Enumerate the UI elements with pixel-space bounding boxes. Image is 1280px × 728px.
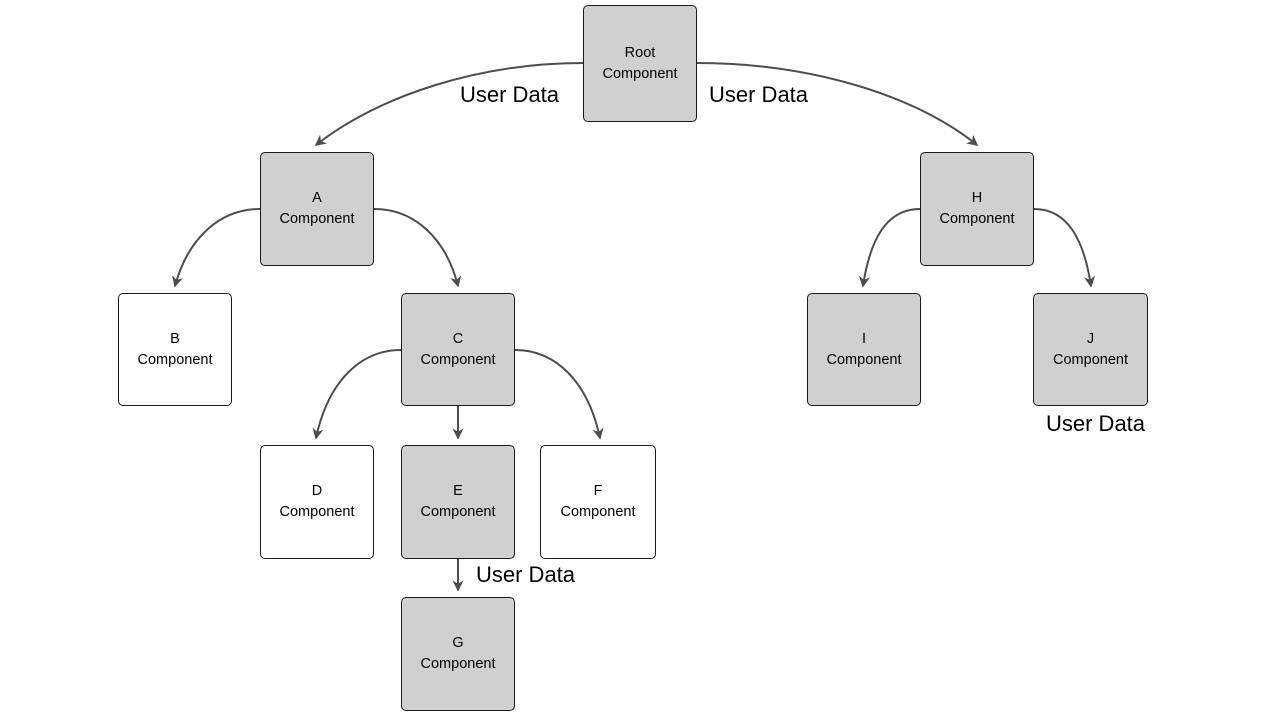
node-a-subtitle: Component xyxy=(279,211,355,227)
node-j-subtitle: Component xyxy=(1053,351,1128,368)
edge-c-to-d xyxy=(312,349,402,440)
node-root-letter: Root xyxy=(624,44,656,61)
node-h[interactable]: H Component xyxy=(920,152,1034,266)
node-root-subtitle: Component xyxy=(602,65,678,82)
label-j: User Data xyxy=(1046,411,1146,436)
edge-h-to-j xyxy=(1033,208,1096,288)
node-h-subtitle: Component xyxy=(939,211,1015,227)
node-j-letter: J xyxy=(1086,330,1095,347)
node-a[interactable]: A Component xyxy=(260,152,374,266)
node-i[interactable]: I Component xyxy=(807,293,921,406)
label-root-h: User Data xyxy=(709,82,809,107)
node-f-letter: F xyxy=(593,483,603,500)
node-c-letter: C xyxy=(452,330,464,347)
node-f-subtitle: Component xyxy=(560,504,636,520)
node-d-subtitle: Component xyxy=(279,504,355,520)
node-f[interactable]: F Component xyxy=(540,445,656,559)
node-h-letter: H xyxy=(971,190,983,207)
node-e-subtitle: Component xyxy=(420,504,496,520)
node-g-letter: G xyxy=(452,635,464,652)
node-g[interactable]: G Component xyxy=(401,597,515,711)
node-g-subtitle: Component xyxy=(420,656,496,672)
edge-a-to-c xyxy=(373,208,462,288)
node-d[interactable]: D Component xyxy=(260,445,374,559)
node-e-letter: E xyxy=(453,483,463,500)
edge-h-to-i xyxy=(858,208,921,288)
node-c-subtitle: Component xyxy=(420,351,496,368)
node-d-letter: D xyxy=(311,483,323,500)
node-b-subtitle: Component xyxy=(137,351,213,368)
node-j[interactable]: J Component xyxy=(1033,293,1148,406)
node-b[interactable]: B Component xyxy=(118,293,232,406)
label-e-g: User Data xyxy=(476,562,576,587)
edge-c-to-f xyxy=(514,349,604,440)
node-c[interactable]: C Component xyxy=(401,293,515,406)
node-i-letter: I xyxy=(861,330,867,347)
node-b-letter: B xyxy=(170,330,180,347)
label-root-a: User Data xyxy=(460,82,560,107)
node-i-subtitle: Component xyxy=(826,351,902,368)
node-e[interactable]: E Component xyxy=(401,445,515,559)
node-a-letter: A xyxy=(312,190,322,207)
edge-a-to-b xyxy=(172,208,261,288)
